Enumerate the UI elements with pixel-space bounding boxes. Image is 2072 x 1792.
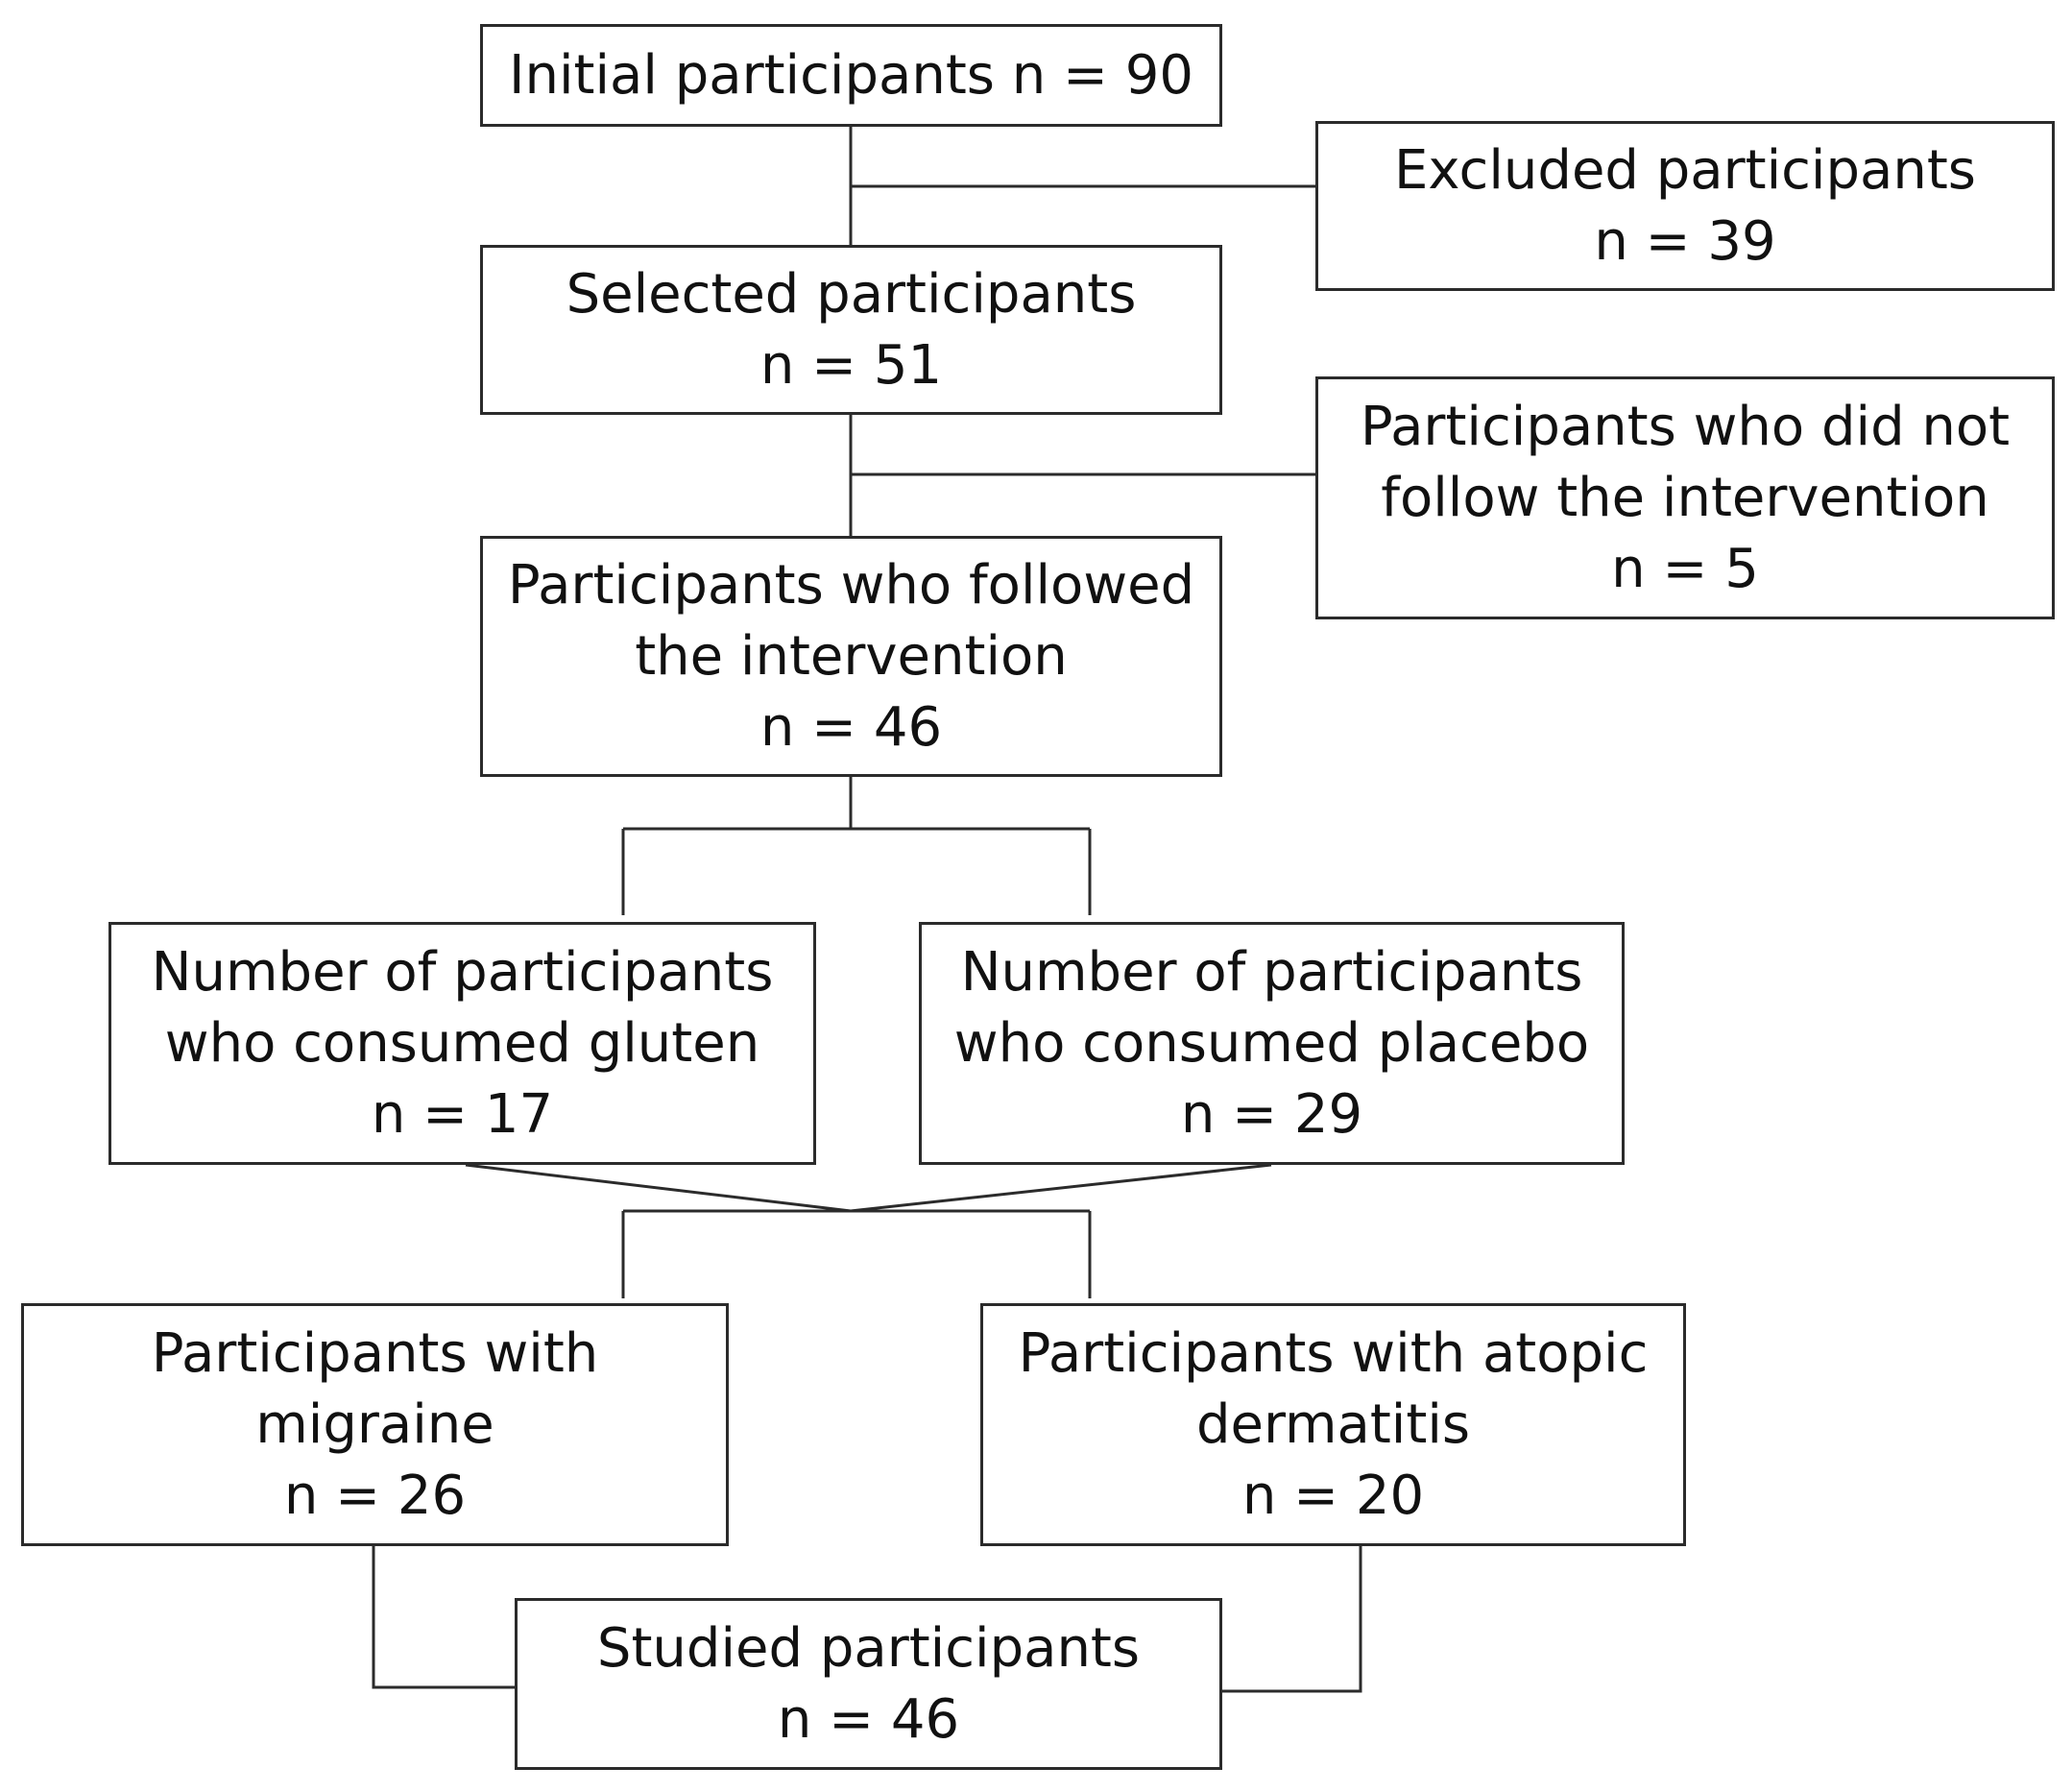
excluded-participants-box: Excluded participants n = 39 xyxy=(1315,121,2055,291)
gluten-group-box: Number of participants who consumed glut… xyxy=(108,922,816,1165)
placebo-group-box: Number of participants who consumed plac… xyxy=(919,922,1625,1165)
migraine-label-line2: migraine xyxy=(255,1392,494,1456)
connector-condition-split xyxy=(621,1209,1092,1298)
followed-intervention-box: Participants who followed the interventi… xyxy=(480,536,1222,777)
atopic-label-line2: dermatitis xyxy=(1195,1392,1471,1456)
selected-participants-label: Selected participants xyxy=(566,262,1137,326)
excluded-participants-count: n = 39 xyxy=(1594,209,1776,273)
connector-followed-split xyxy=(621,777,1092,915)
studied-participants-count: n = 46 xyxy=(777,1687,960,1751)
migraine-group-box: Participants with migraine n = 26 xyxy=(21,1303,729,1546)
followed-label-line2: the intervention xyxy=(635,624,1068,688)
connector-atopic-to-studied xyxy=(1222,1546,1362,1693)
studied-participants-label: Studied participants xyxy=(596,1616,1141,1680)
not-followed-label-line2: follow the intervention xyxy=(1381,466,1989,529)
initial-participants-box: Initial participants n = 90 xyxy=(480,24,1222,127)
selected-participants-count: n = 51 xyxy=(759,333,943,397)
placebo-label-line1: Number of participants xyxy=(960,940,1583,1004)
connector-groups-merge xyxy=(465,1163,1272,1213)
migraine-label-line1: Participants with xyxy=(151,1321,599,1385)
gluten-label-line1: Number of participants xyxy=(151,940,774,1004)
not-followed-label-line1: Participants who did not xyxy=(1360,395,2011,458)
connector-migraine-to-studied xyxy=(372,1546,515,1689)
placebo-count: n = 29 xyxy=(1180,1082,1363,1146)
followed-count: n = 46 xyxy=(759,695,943,759)
selected-participants-box: Selected participants n = 51 xyxy=(480,245,1222,415)
studied-participants-box: Studied participants n = 46 xyxy=(515,1598,1222,1770)
not-followed-intervention-box: Participants who did not follow the inte… xyxy=(1315,376,2055,619)
atopic-count: n = 20 xyxy=(1241,1464,1425,1527)
atopic-label-line1: Participants with atopic xyxy=(1018,1321,1649,1385)
not-followed-count: n = 5 xyxy=(1611,537,1759,600)
placebo-label-line2: who consumed placebo xyxy=(953,1011,1590,1075)
atopic-dermatitis-group-box: Participants with atopic dermatitis n = … xyxy=(980,1303,1686,1546)
migraine-count: n = 26 xyxy=(283,1464,467,1527)
initial-participants-label: Initial participants n = 90 xyxy=(508,43,1194,107)
followed-label-line1: Participants who followed xyxy=(507,553,1195,617)
gluten-label-line2: who consumed gluten xyxy=(164,1011,760,1075)
gluten-count: n = 17 xyxy=(371,1082,554,1146)
excluded-participants-label: Excluded participants xyxy=(1394,138,1976,202)
